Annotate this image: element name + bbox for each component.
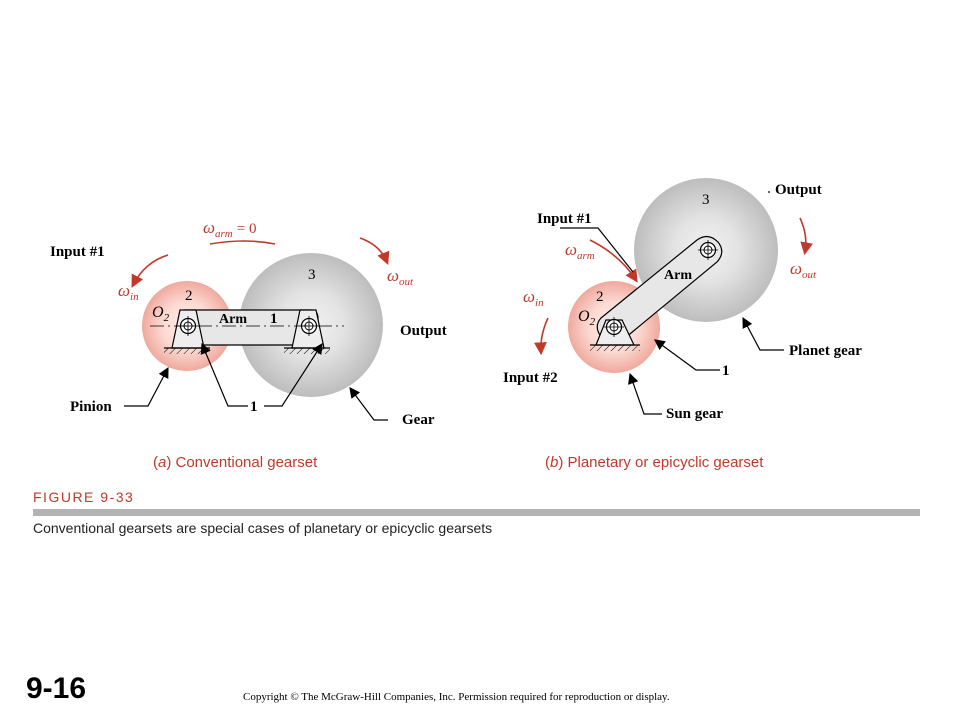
- omega-arm-label-right: ωarm: [565, 240, 595, 262]
- leader-ground-1b: [264, 342, 323, 407]
- gear-label: Gear: [402, 412, 435, 428]
- o2-label-right: O2: [578, 308, 596, 328]
- omega-in-label-right: ωin: [523, 287, 544, 309]
- input1-label-left: Input #1: [50, 244, 105, 260]
- pivot-planet-right: [698, 240, 718, 260]
- arm-link-right: [596, 235, 723, 344]
- ground-1-label-left: 1: [250, 399, 258, 415]
- input2-label-right: Input #2: [503, 370, 558, 386]
- omega-arm-arrow-left: [209, 240, 276, 245]
- arm-label-right: Arm: [664, 268, 692, 283]
- pinion-label: Pinion: [70, 399, 112, 415]
- omega-in-arrow-left: [131, 254, 169, 288]
- omega-in-arrow-right: [534, 317, 549, 356]
- link-1-label-right: 1: [722, 363, 730, 379]
- omega-arm-arrow-right: [589, 239, 638, 283]
- gear-2-number-right: 2: [596, 289, 604, 305]
- planet-gear-label: Planet gear: [789, 343, 862, 359]
- leader-sun-gear: [628, 372, 662, 415]
- pivot-gear3-left: [299, 316, 319, 336]
- output-label-left: Output: [400, 323, 447, 339]
- omega-out-arrow-right: [799, 217, 813, 256]
- figure-caption: Conventional gearsets are special cases …: [33, 520, 493, 536]
- caption-b: (b) Planetary or epicyclic gearset: [545, 454, 764, 471]
- caption-a: (a) Conventional gearset: [153, 454, 318, 471]
- leader-planet-gear: [742, 316, 784, 351]
- leader-input1-right: [560, 227, 634, 273]
- omega-out-label-right: ωout: [790, 259, 817, 281]
- slide-number: 9-16: [26, 672, 87, 705]
- o2-label-left: O2: [152, 304, 170, 324]
- input1-label-right: Input #1: [537, 211, 592, 227]
- figure-label: FIGURE 9-33: [33, 489, 135, 505]
- leader-ground-1a: [200, 342, 248, 407]
- leader-gear: [349, 387, 388, 421]
- output-label-right: Output: [775, 182, 822, 198]
- gear-2-number-left: 2: [185, 288, 193, 304]
- pivot-o2-right: [604, 317, 624, 337]
- leader-pinion: [124, 366, 169, 407]
- conventional-gearset-panel: ωarm= 0 Input #1 ωin ωout 2 3 O2 Arm 1 O…: [50, 218, 447, 471]
- copyright-notice: Copyright © The McGraw-Hill Companies, I…: [243, 691, 670, 703]
- omega-out-arrow-left: [359, 237, 390, 265]
- omega-in-label-left: ωin: [118, 281, 139, 303]
- sun-gear-label: Sun gear: [666, 406, 723, 422]
- leader-link-1-right: [654, 339, 720, 371]
- planetary-gearset-panel: 3 Output Input #1 ωarm Arm ωout ωin 2 O2…: [503, 178, 862, 471]
- gear-3-number-left: 3: [308, 267, 316, 283]
- gear-3-number-right: 3: [702, 192, 710, 208]
- arm-label-left: Arm: [219, 312, 247, 327]
- omega-arm-label-left: ωarm= 0: [203, 218, 256, 240]
- omega-out-label-left: ωout: [387, 266, 414, 288]
- link-1-label-left: 1: [270, 311, 278, 327]
- figure-divider: [33, 509, 920, 516]
